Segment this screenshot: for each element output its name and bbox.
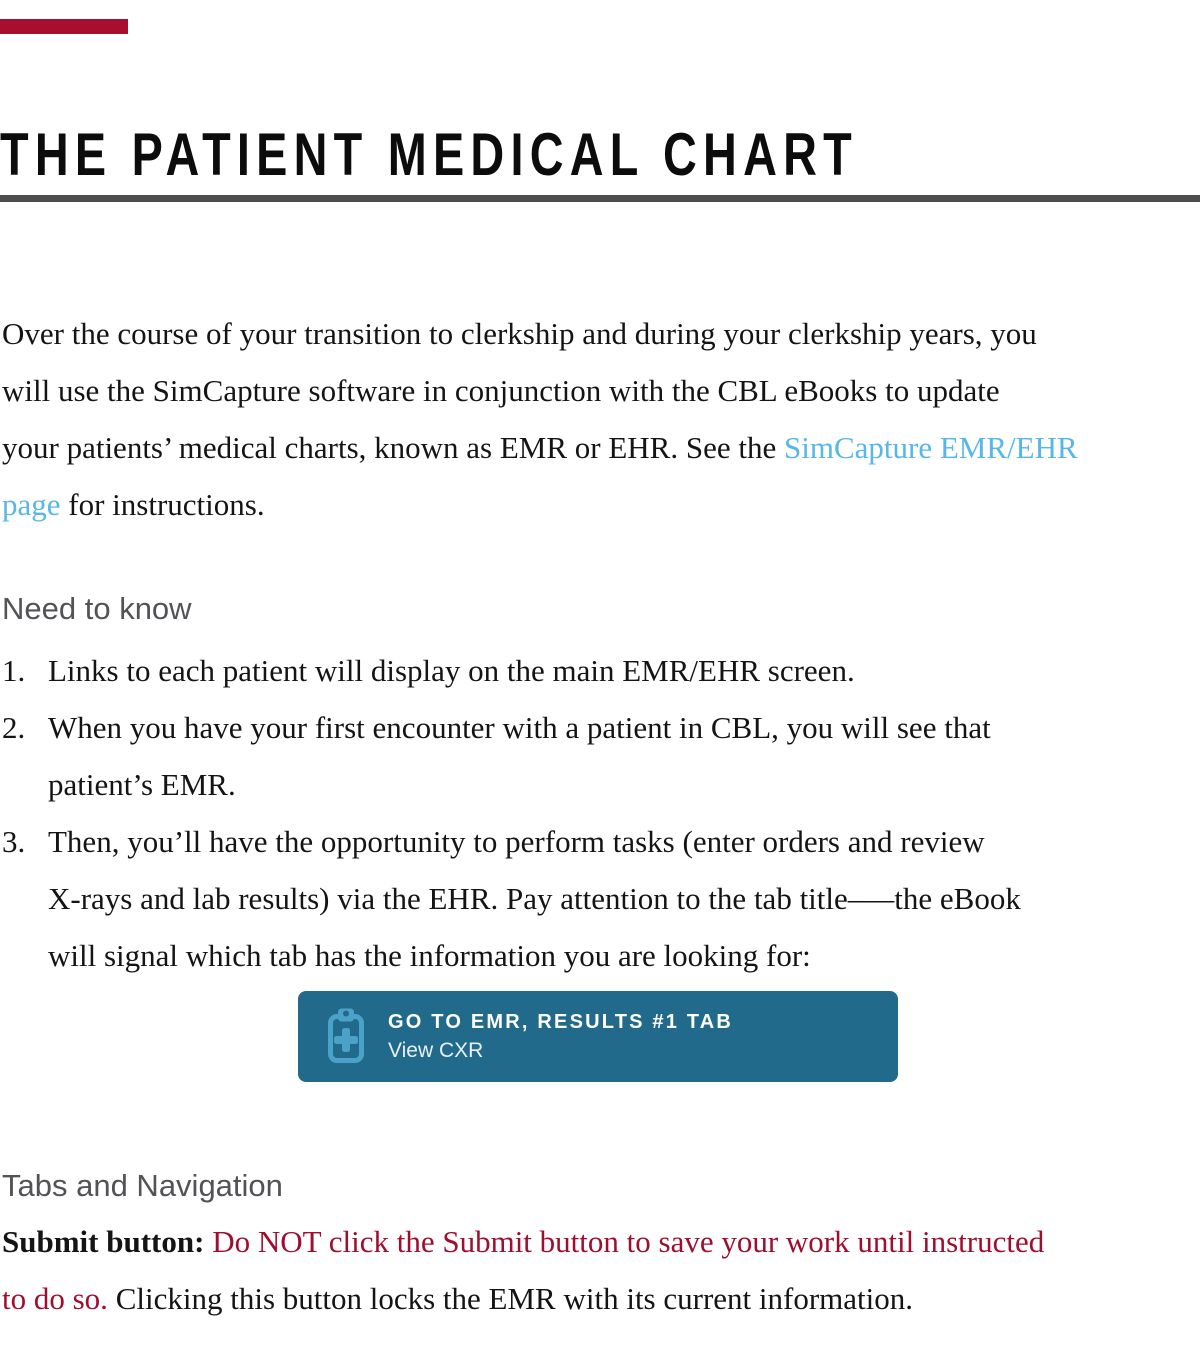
text-segment: Clicking this button locks the EMR with …	[107, 1281, 913, 1316]
cta-title: GO TO EMR, RESULTS #1 TAB	[388, 1010, 734, 1033]
text-line: will signal which tab has the informatio…	[48, 938, 811, 973]
cta-subtitle: View CXR	[388, 1038, 484, 1062]
tabs-and-navigation-heading: Tabs and Navigation	[2, 1168, 283, 1203]
text-segment: will use the SimCapture software in conj…	[2, 373, 1000, 408]
need-to-know-heading: Need to know	[2, 591, 192, 626]
text-line: to do so. Clicking this button locks the…	[2, 1270, 1044, 1327]
text-segment: Over the course of your transition to cl…	[2, 316, 1037, 351]
list-item-text: Then, you’ll have the opportunity to per…	[48, 813, 1021, 984]
list-item: 3. Then, you’ll have the opportunity to p…	[2, 813, 1021, 984]
go-to-emr-button[interactable]: GO TO EMR, RESULTS #1 TAB View CXR	[298, 991, 898, 1082]
accent-bar	[0, 19, 128, 34]
title-divider	[0, 195, 1200, 202]
text-line: Then, you’ll have the opportunity to per…	[48, 824, 985, 859]
text-line: patient’s EMR.	[48, 767, 236, 802]
list-number: 2.	[2, 710, 26, 745]
submit-button-note: Submit button: Do NOT click the Submit b…	[2, 1213, 1044, 1327]
page-title: THE PATIENT MEDICAL CHART	[0, 121, 858, 188]
text-segment: for instructions.	[60, 487, 265, 522]
text-segment: your patients’ medical charts, known as …	[2, 430, 784, 465]
text-line: X-rays and lab results) via the EHR. Pay…	[48, 881, 1021, 916]
text-line: When you have your first encounter with …	[48, 710, 991, 745]
text-line: your patients’ medical charts, known as …	[2, 419, 1078, 476]
list-item: 1. Links to each patient will display on …	[2, 642, 1021, 699]
text-segment: Submit button:	[2, 1224, 205, 1259]
text-line: page for instructions.	[2, 476, 1078, 533]
list-number: 1.	[2, 653, 26, 688]
list-item: 2. When you have your first encounter wit…	[2, 699, 1021, 813]
text-line: Links to each patient will display on th…	[48, 653, 855, 688]
list-item-text: Links to each patient will display on th…	[48, 642, 855, 699]
simcapture-emr-ehr-link[interactable]: SimCapture EMR/EHR	[784, 430, 1078, 465]
text-line: will use the SimCapture software in conj…	[2, 362, 1078, 419]
text-segment: Do NOT click the Submit button to save y…	[212, 1224, 1045, 1259]
simcapture-emr-ehr-link[interactable]: page	[2, 487, 61, 522]
intro-paragraph: Over the course of your transition to cl…	[2, 305, 1078, 533]
list-item-text: When you have your first encounter with …	[48, 699, 991, 813]
text-line: Submit button: Do NOT click the Submit b…	[2, 1213, 1044, 1270]
clipboard-plus-icon	[328, 1008, 364, 1063]
text-line: Over the course of your transition to cl…	[2, 305, 1078, 362]
text-segment: to do so.	[2, 1281, 108, 1316]
need-to-know-list: 1. Links to each patient will display on …	[2, 642, 1021, 984]
cta-text-block: GO TO EMR, RESULTS #1 TAB View CXR	[388, 1011, 733, 1063]
list-number: 3.	[2, 824, 26, 859]
